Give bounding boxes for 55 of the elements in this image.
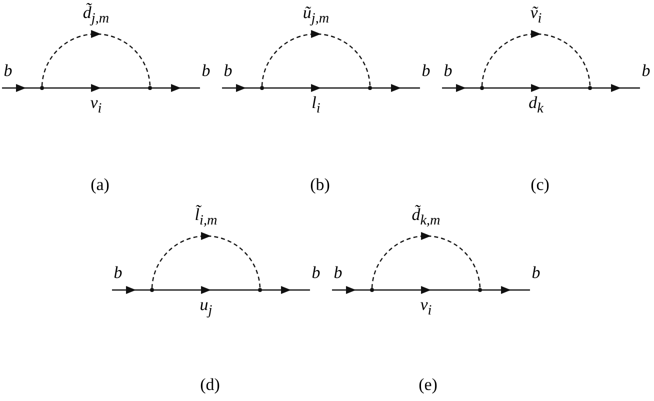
dashed-propagator bbox=[481, 30, 591, 86]
propagator-arrow bbox=[222, 84, 260, 92]
edge-label: b bbox=[444, 62, 452, 80]
propagator-arrow bbox=[332, 286, 370, 294]
dashed-propagator bbox=[371, 232, 481, 288]
vertex-dot bbox=[368, 86, 372, 90]
propagator-arrow bbox=[264, 84, 368, 92]
propagator-arrow bbox=[374, 286, 478, 294]
edge-label: d̃$_{k,m}$ bbox=[412, 206, 440, 230]
panel-caption: (b) bbox=[310, 175, 330, 195]
edge-label: d̃$_{j,m}$ bbox=[82, 4, 110, 28]
edge-label: v$_{i}$ bbox=[90, 94, 102, 118]
edge-label: b bbox=[642, 62, 650, 80]
edge-label: b bbox=[334, 264, 342, 282]
edge-label: b bbox=[202, 62, 210, 80]
dashed-propagator bbox=[151, 232, 261, 288]
edge-label: b bbox=[114, 264, 122, 282]
vertex-dot bbox=[480, 86, 484, 90]
propagator-arrow bbox=[482, 286, 530, 294]
propagator-arrow bbox=[44, 84, 148, 92]
vertex-dot bbox=[150, 288, 154, 292]
propagator-arrow bbox=[112, 286, 150, 294]
edge-label: l$_{i}$ bbox=[312, 94, 320, 118]
edge-label: b bbox=[422, 62, 430, 80]
edge-label: l̃$_{i,m}$ bbox=[194, 206, 218, 230]
edge-label: b bbox=[532, 264, 540, 282]
vertex-dot bbox=[370, 288, 374, 292]
vertex-dot bbox=[260, 86, 264, 90]
propagator-arrow bbox=[154, 286, 258, 294]
edge-label: ũ$_{j,m}$ bbox=[302, 4, 330, 28]
edge-label: v$_{i}$ bbox=[420, 296, 432, 320]
vertex-dot bbox=[478, 288, 482, 292]
edge-label: ṽ$_{i}$ bbox=[530, 4, 542, 28]
vertex-dot bbox=[148, 86, 152, 90]
vertex-dot bbox=[588, 86, 592, 90]
panel-caption: (e) bbox=[418, 375, 438, 395]
edge-label: b bbox=[4, 62, 12, 80]
vertex-dot bbox=[40, 86, 44, 90]
propagator-arrow bbox=[2, 84, 40, 92]
propagator-arrow bbox=[592, 84, 640, 92]
propagator-arrow bbox=[442, 84, 480, 92]
propagator-arrow bbox=[262, 286, 310, 294]
dashed-propagator bbox=[261, 30, 371, 86]
dashed-propagator bbox=[41, 30, 151, 86]
edge-label: b bbox=[312, 264, 320, 282]
panel-caption: (a) bbox=[90, 175, 110, 195]
propagator-arrow bbox=[484, 84, 588, 92]
panel-caption: (c) bbox=[530, 175, 550, 195]
vertex-dot bbox=[258, 288, 262, 292]
panel-caption: (d) bbox=[200, 375, 220, 395]
edge-label: u$_{j}$ bbox=[200, 296, 212, 320]
edge-label: d$_{k}$ bbox=[528, 94, 544, 118]
propagator-arrow bbox=[372, 84, 420, 92]
edge-label: b bbox=[224, 62, 232, 80]
propagator-arrow bbox=[152, 84, 200, 92]
